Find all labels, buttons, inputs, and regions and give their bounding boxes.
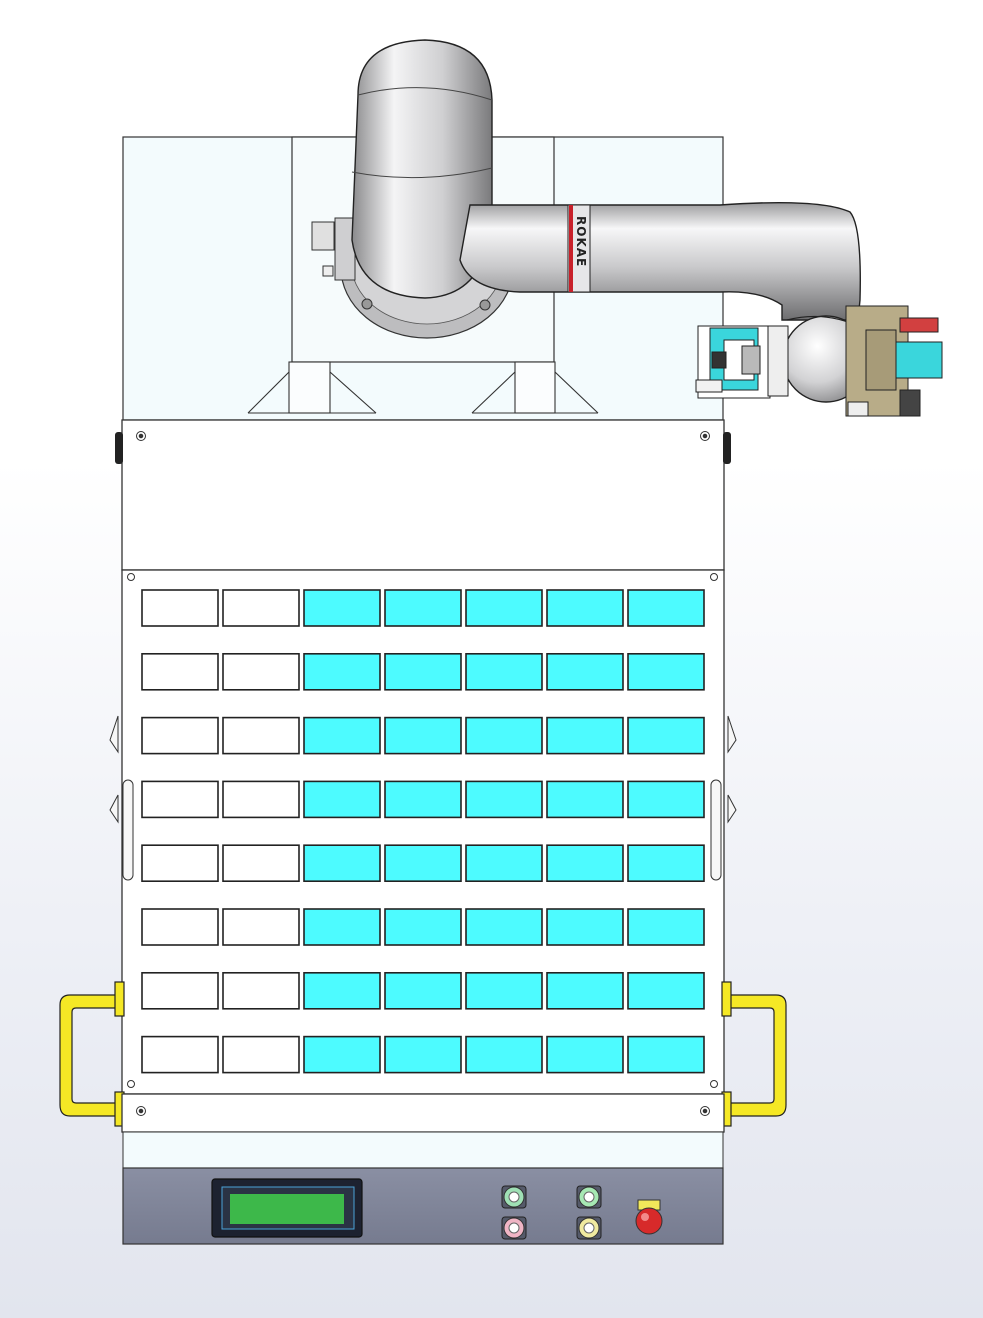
tray-slot-white	[222, 652, 300, 691]
tray-slot-white	[222, 1035, 300, 1074]
tray-slot-cyan	[627, 1035, 705, 1074]
tray-slot-cyan	[546, 844, 624, 883]
tray-slot-cyan	[465, 908, 543, 946]
pink-light[interactable]	[501, 1216, 527, 1240]
tray-slot-cyan	[627, 971, 705, 1010]
tray-slot-white	[222, 716, 300, 755]
tray-slot-white	[141, 780, 219, 819]
tray-slot-white	[141, 971, 219, 1010]
tray-slot-cyan	[384, 1035, 462, 1074]
tray-slot-cyan	[384, 780, 462, 819]
tray-slot-cyan	[627, 908, 705, 946]
tray-slot-white	[141, 652, 219, 691]
tray-grid-cells	[141, 589, 705, 1074]
tray-slot-cyan	[465, 716, 543, 755]
side-latches	[115, 432, 731, 464]
tray-slot-cyan	[627, 589, 705, 627]
tray-slot-cyan	[465, 652, 543, 691]
tray-slot-white	[141, 1035, 219, 1074]
tray-slot-cyan	[384, 716, 462, 755]
green-light-2[interactable]	[576, 1185, 602, 1209]
tray-slot-cyan	[303, 844, 381, 883]
tray-slot-white	[222, 589, 300, 627]
emergency-stop-button[interactable]	[635, 1199, 663, 1235]
tray-slot-white	[141, 716, 219, 755]
tray-slot-white	[222, 844, 300, 883]
tray-grid-panel	[121, 569, 725, 1095]
tray-slot-cyan	[465, 971, 543, 1010]
tray-slot-cyan	[303, 716, 381, 755]
tray-slot-white	[141, 589, 219, 627]
tray-slot-cyan	[384, 908, 462, 946]
tray-slot-cyan	[384, 971, 462, 1010]
tray-slot-cyan	[384, 844, 462, 883]
cover-panel-screws	[136, 431, 710, 441]
side-rails	[109, 715, 737, 881]
yellow-light[interactable]	[576, 1216, 602, 1240]
tray-cover-panel	[121, 419, 725, 571]
lcd-display	[211, 1178, 363, 1238]
tray-slot-cyan	[627, 844, 705, 883]
grid-panel-screws	[127, 573, 718, 1088]
tray-slot-white	[222, 908, 300, 946]
tray-slot-cyan	[303, 1035, 381, 1074]
tray-slot-cyan	[303, 971, 381, 1010]
tray-slot-cyan	[546, 908, 624, 946]
cabinet-gap	[122, 1131, 724, 1169]
robot-brand-logo: ROKAE	[574, 216, 588, 267]
tray-slot-cyan	[627, 716, 705, 755]
green-light-1[interactable]	[501, 1185, 527, 1209]
tray-slot-white	[222, 780, 300, 819]
tray-slot-cyan	[546, 971, 624, 1010]
lcd-screen	[230, 1194, 344, 1224]
tray-slot-cyan	[627, 652, 705, 691]
tray-slot-cyan	[627, 780, 705, 819]
tray-slot-cyan	[546, 652, 624, 691]
tray-slot-cyan	[465, 1035, 543, 1074]
robot-red-stripe	[569, 205, 573, 292]
indicator-lights	[501, 1185, 602, 1240]
tray-slot-cyan	[546, 589, 624, 627]
bottom-strip-screws	[136, 1106, 710, 1116]
tray-slot-cyan	[546, 780, 624, 819]
bottom-cover-strip	[121, 1093, 725, 1133]
tray-slot-cyan	[465, 780, 543, 819]
tray-slot-cyan	[303, 908, 381, 946]
gripper-assembly	[695, 305, 943, 417]
tray-slot-white	[141, 908, 219, 946]
tray-slot-white	[141, 844, 219, 883]
tray-slot-cyan	[303, 652, 381, 691]
tray-slot-cyan	[303, 589, 381, 627]
support-brackets	[247, 361, 599, 414]
tray-slot-cyan	[384, 589, 462, 627]
tray-slot-white	[222, 971, 300, 1010]
tray-slot-cyan	[465, 589, 543, 627]
tray-slot-cyan	[384, 652, 462, 691]
tray-slot-cyan	[465, 844, 543, 883]
tray-slot-cyan	[303, 780, 381, 819]
tray-slot-cyan	[546, 716, 624, 755]
tray-slot-cyan	[546, 1035, 624, 1074]
